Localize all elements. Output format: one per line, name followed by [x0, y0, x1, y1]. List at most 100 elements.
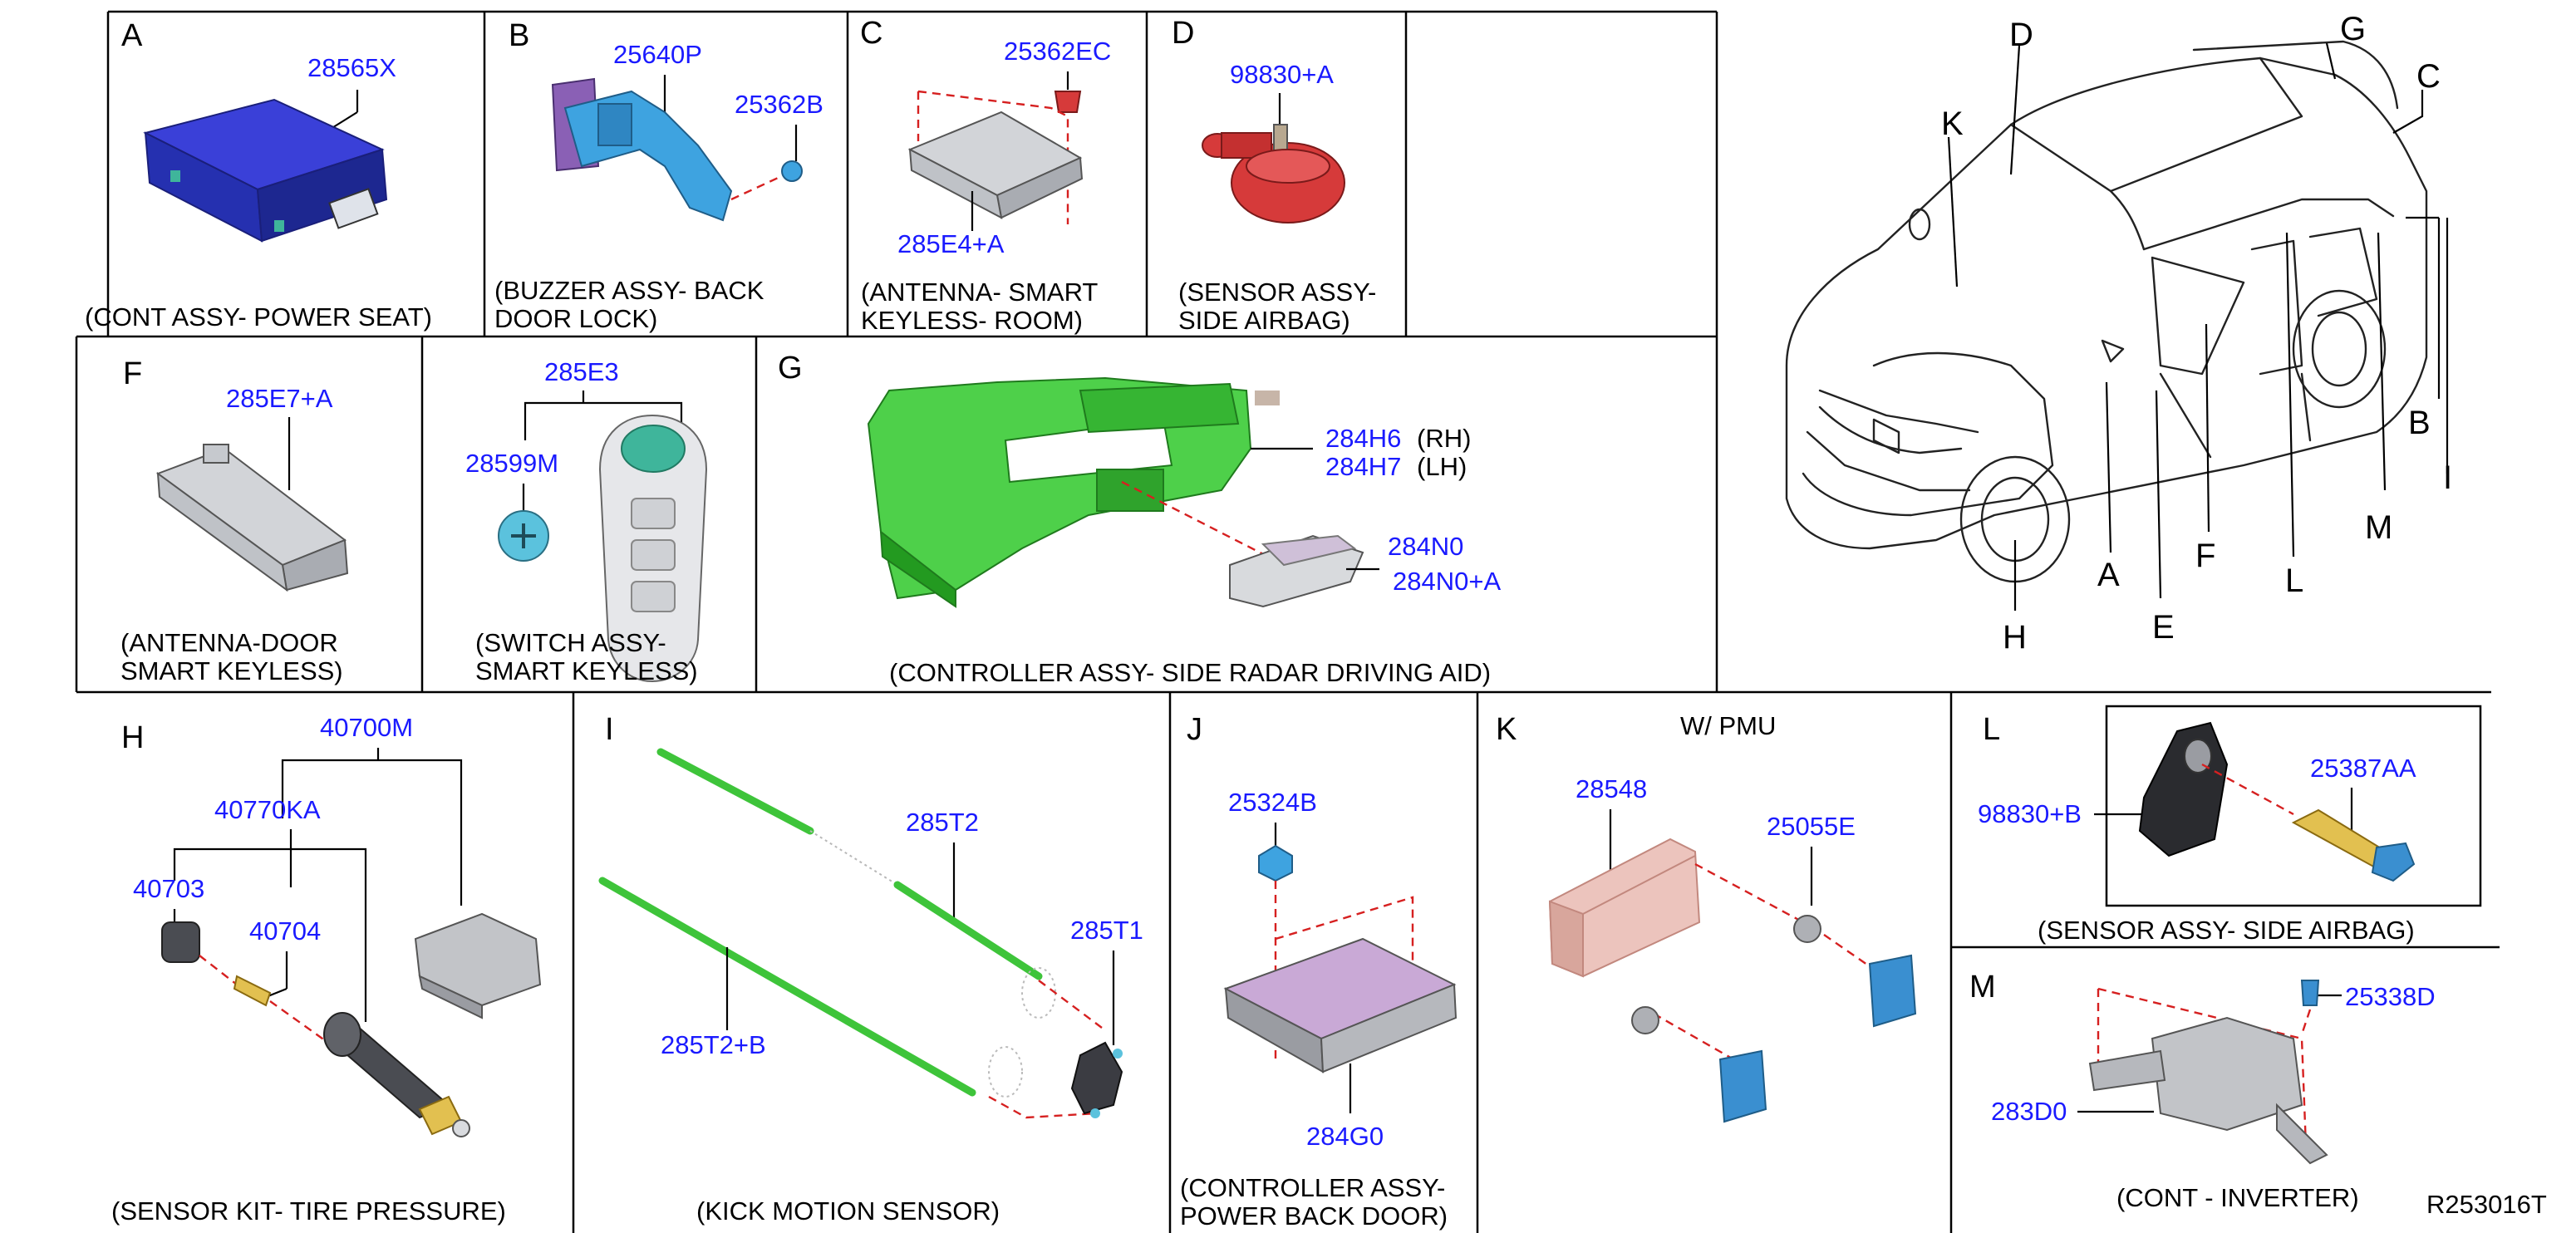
part-number[interactable]: 25324B — [1228, 788, 1317, 817]
side-airbag-sensor-l — [2138, 721, 2229, 857]
vehicle-label: G — [2340, 11, 2366, 47]
part-number[interactable]: 40700M — [320, 713, 413, 742]
panel-letter: M — [1969, 970, 1996, 1005]
side-airbag-bolt — [2291, 808, 2416, 882]
part-caption: (SWITCH ASSY- — [475, 628, 666, 657]
part-caption: (CONT ASSY- POWER SEAT) — [85, 302, 432, 332]
part-number[interactable]: 285T2 — [906, 808, 979, 837]
part-caption: (KICK MOTION SENSOR) — [696, 1196, 1000, 1226]
panel-m: M 25338D 283D0 (CONT - INVERTER) R253016… — [1969, 970, 2547, 1219]
vehicle-label: H — [2003, 619, 2027, 656]
part-number[interactable]: 25640P — [613, 40, 702, 69]
panel-letter: B — [509, 18, 529, 53]
part-number[interactable]: 25362B — [735, 90, 823, 119]
panel-letter: C — [860, 16, 882, 51]
part-caption: (SENSOR KIT- TIRE PRESSURE) — [111, 1196, 506, 1226]
part-number[interactable]: 40703 — [133, 874, 204, 903]
vehicle-label: L — [2285, 562, 2303, 599]
part-number[interactable]: 283D0 — [1991, 1097, 2067, 1126]
detail-box — [2105, 705, 2482, 907]
panel-e: 285E3 28599M (SWITCH ASSY- SMART KEYLESS… — [465, 357, 708, 685]
part-caption: SMART KEYLESS) — [120, 656, 343, 685]
part-number[interactable]: 40770KA — [214, 795, 321, 824]
panel-b: B 25640P 25362B (BUZZER ASSY- BACK DOOR … — [494, 18, 823, 333]
part-number[interactable]: 28565X — [307, 53, 396, 82]
smart-keyless-room-antenna — [907, 111, 1084, 219]
panel-c: C 25362EC 285E4+A (ANTENNA- SMART KEYLES… — [860, 16, 1111, 335]
part-caption: (SENSOR ASSY- SIDE AIRBAG) — [2038, 916, 2415, 945]
panel-note: W/ PMU — [1680, 711, 1776, 740]
part-number[interactable]: 284G0 — [1306, 1122, 1384, 1151]
panel-grid — [75, 10, 2500, 1233]
part-number[interactable]: 285E7+A — [226, 384, 333, 413]
panel-k: K W/ PMU 28548 25055E — [1496, 711, 1917, 1123]
part-number[interactable]: 28599M — [465, 449, 558, 478]
panel-letter: G — [778, 351, 803, 386]
panel-j: J 25324B 284G0 (CONTROLLER ASSY- POWER B… — [1180, 712, 1458, 1231]
smart-key-fob — [598, 414, 708, 683]
part-number[interactable]: 28548 — [1576, 774, 1647, 803]
buzzer-assy — [551, 77, 733, 222]
power-back-door-controller — [1223, 937, 1458, 1073]
panel-i: I 285T2 285T1 285T2+B (KICK MOTION SENSO… — [598, 712, 1143, 1226]
side-radar-controller — [1229, 534, 1364, 608]
part-caption: SMART KEYLESS) — [475, 656, 698, 685]
part-number[interactable]: 284H7 — [1325, 452, 1401, 481]
part-number[interactable]: 285E4+A — [897, 229, 1005, 258]
panel-d: D 98830+A (SENSOR ASSY- SIDE AIRBAG) — [1172, 16, 1376, 335]
panel-letter: J — [1187, 712, 1202, 747]
part-number[interactable]: 284N0+A — [1393, 567, 1501, 596]
panel-f: F 285E7+A (ANTENNA-DOOR SMART KEYLESS) — [120, 356, 349, 685]
part-caption: (BUZZER ASSY- BACK — [494, 276, 764, 305]
part-caption: (CONT - INVERTER) — [2116, 1183, 2359, 1212]
tpms-valve-stem — [323, 1012, 470, 1137]
part-number[interactable]: 284N0 — [1388, 532, 1463, 561]
panel-g: G 284H6 (RH) 284H7 (LH) 284N0 284N0+A (C… — [778, 351, 1501, 687]
part-number[interactable]: 285T1 — [1070, 916, 1143, 945]
part-caption: (CONTROLLER ASSY- SIDE RADAR DRIVING AID… — [889, 658, 1491, 687]
part-number[interactable]: 25055E — [1767, 812, 1856, 841]
part-number[interactable]: 25338D — [2345, 982, 2436, 1011]
part-caption: (ANTENNA-DOOR — [120, 628, 338, 657]
vehicle-label: A — [2097, 557, 2120, 593]
vehicle-label: C — [2416, 58, 2441, 95]
part-number[interactable]: 25362EC — [1004, 37, 1111, 66]
panel-l: L 98830+B 25387AA (SENSOR ASSY- SIDE AIR… — [1978, 705, 2482, 945]
vehicle-label: B — [2408, 405, 2431, 441]
part-number[interactable]: 25387AA — [2310, 754, 2416, 783]
vehicle-location-leaders — [1947, 42, 2449, 611]
vehicle-label: D — [2009, 17, 2033, 53]
part-number[interactable]: 40704 — [249, 916, 321, 946]
panel-letter: H — [121, 720, 144, 755]
part-number[interactable]: 285E3 — [544, 357, 619, 386]
door-smart-keyless-antenna — [155, 444, 349, 592]
part-number[interactable]: 98830+A — [1230, 60, 1334, 89]
panel-a: A 28565X (CONT ASSY- POWER SEAT) — [85, 18, 432, 332]
panel-letter: D — [1172, 16, 1194, 51]
vehicle-label: M — [2365, 509, 2392, 546]
part-caption: (SENSOR ASSY- — [1178, 278, 1376, 307]
vehicle-location-view: G D C K B I M A F L H E — [1785, 11, 2452, 656]
tpms-sensor — [414, 912, 542, 1019]
part-number[interactable]: 98830+B — [1978, 799, 2082, 828]
part-caption: KEYLESS- ROOM) — [861, 306, 1083, 335]
part-number[interactable]: 285T2+B — [661, 1030, 766, 1059]
vehicle-label: E — [2152, 609, 2175, 646]
part-caption: (CONTROLLER ASSY- — [1180, 1173, 1445, 1202]
panel-letter: L — [1983, 712, 2000, 747]
vehicle-label: K — [1941, 106, 1964, 142]
inverter-control-unit — [2088, 1016, 2328, 1165]
panel-h: H 40700M 40770KA 40703 40704 (SENSOR KIT… — [111, 713, 542, 1226]
diagram-code: R253016T — [2426, 1190, 2547, 1219]
part-caption: POWER BACK DOOR) — [1180, 1201, 1448, 1231]
kick-motion-sensor-unit — [1070, 1041, 1123, 1118]
part-caption: (ANTENNA- SMART — [861, 278, 1098, 307]
power-seat-control-unit — [143, 98, 388, 243]
side-radar-bracket — [867, 376, 1280, 608]
panel-letter: I — [605, 712, 614, 747]
part-number[interactable]: 284H6 — [1325, 424, 1401, 453]
key-fob-screw — [498, 510, 549, 562]
panel-letter: A — [121, 18, 143, 53]
part-caption: DOOR LOCK) — [494, 304, 657, 333]
